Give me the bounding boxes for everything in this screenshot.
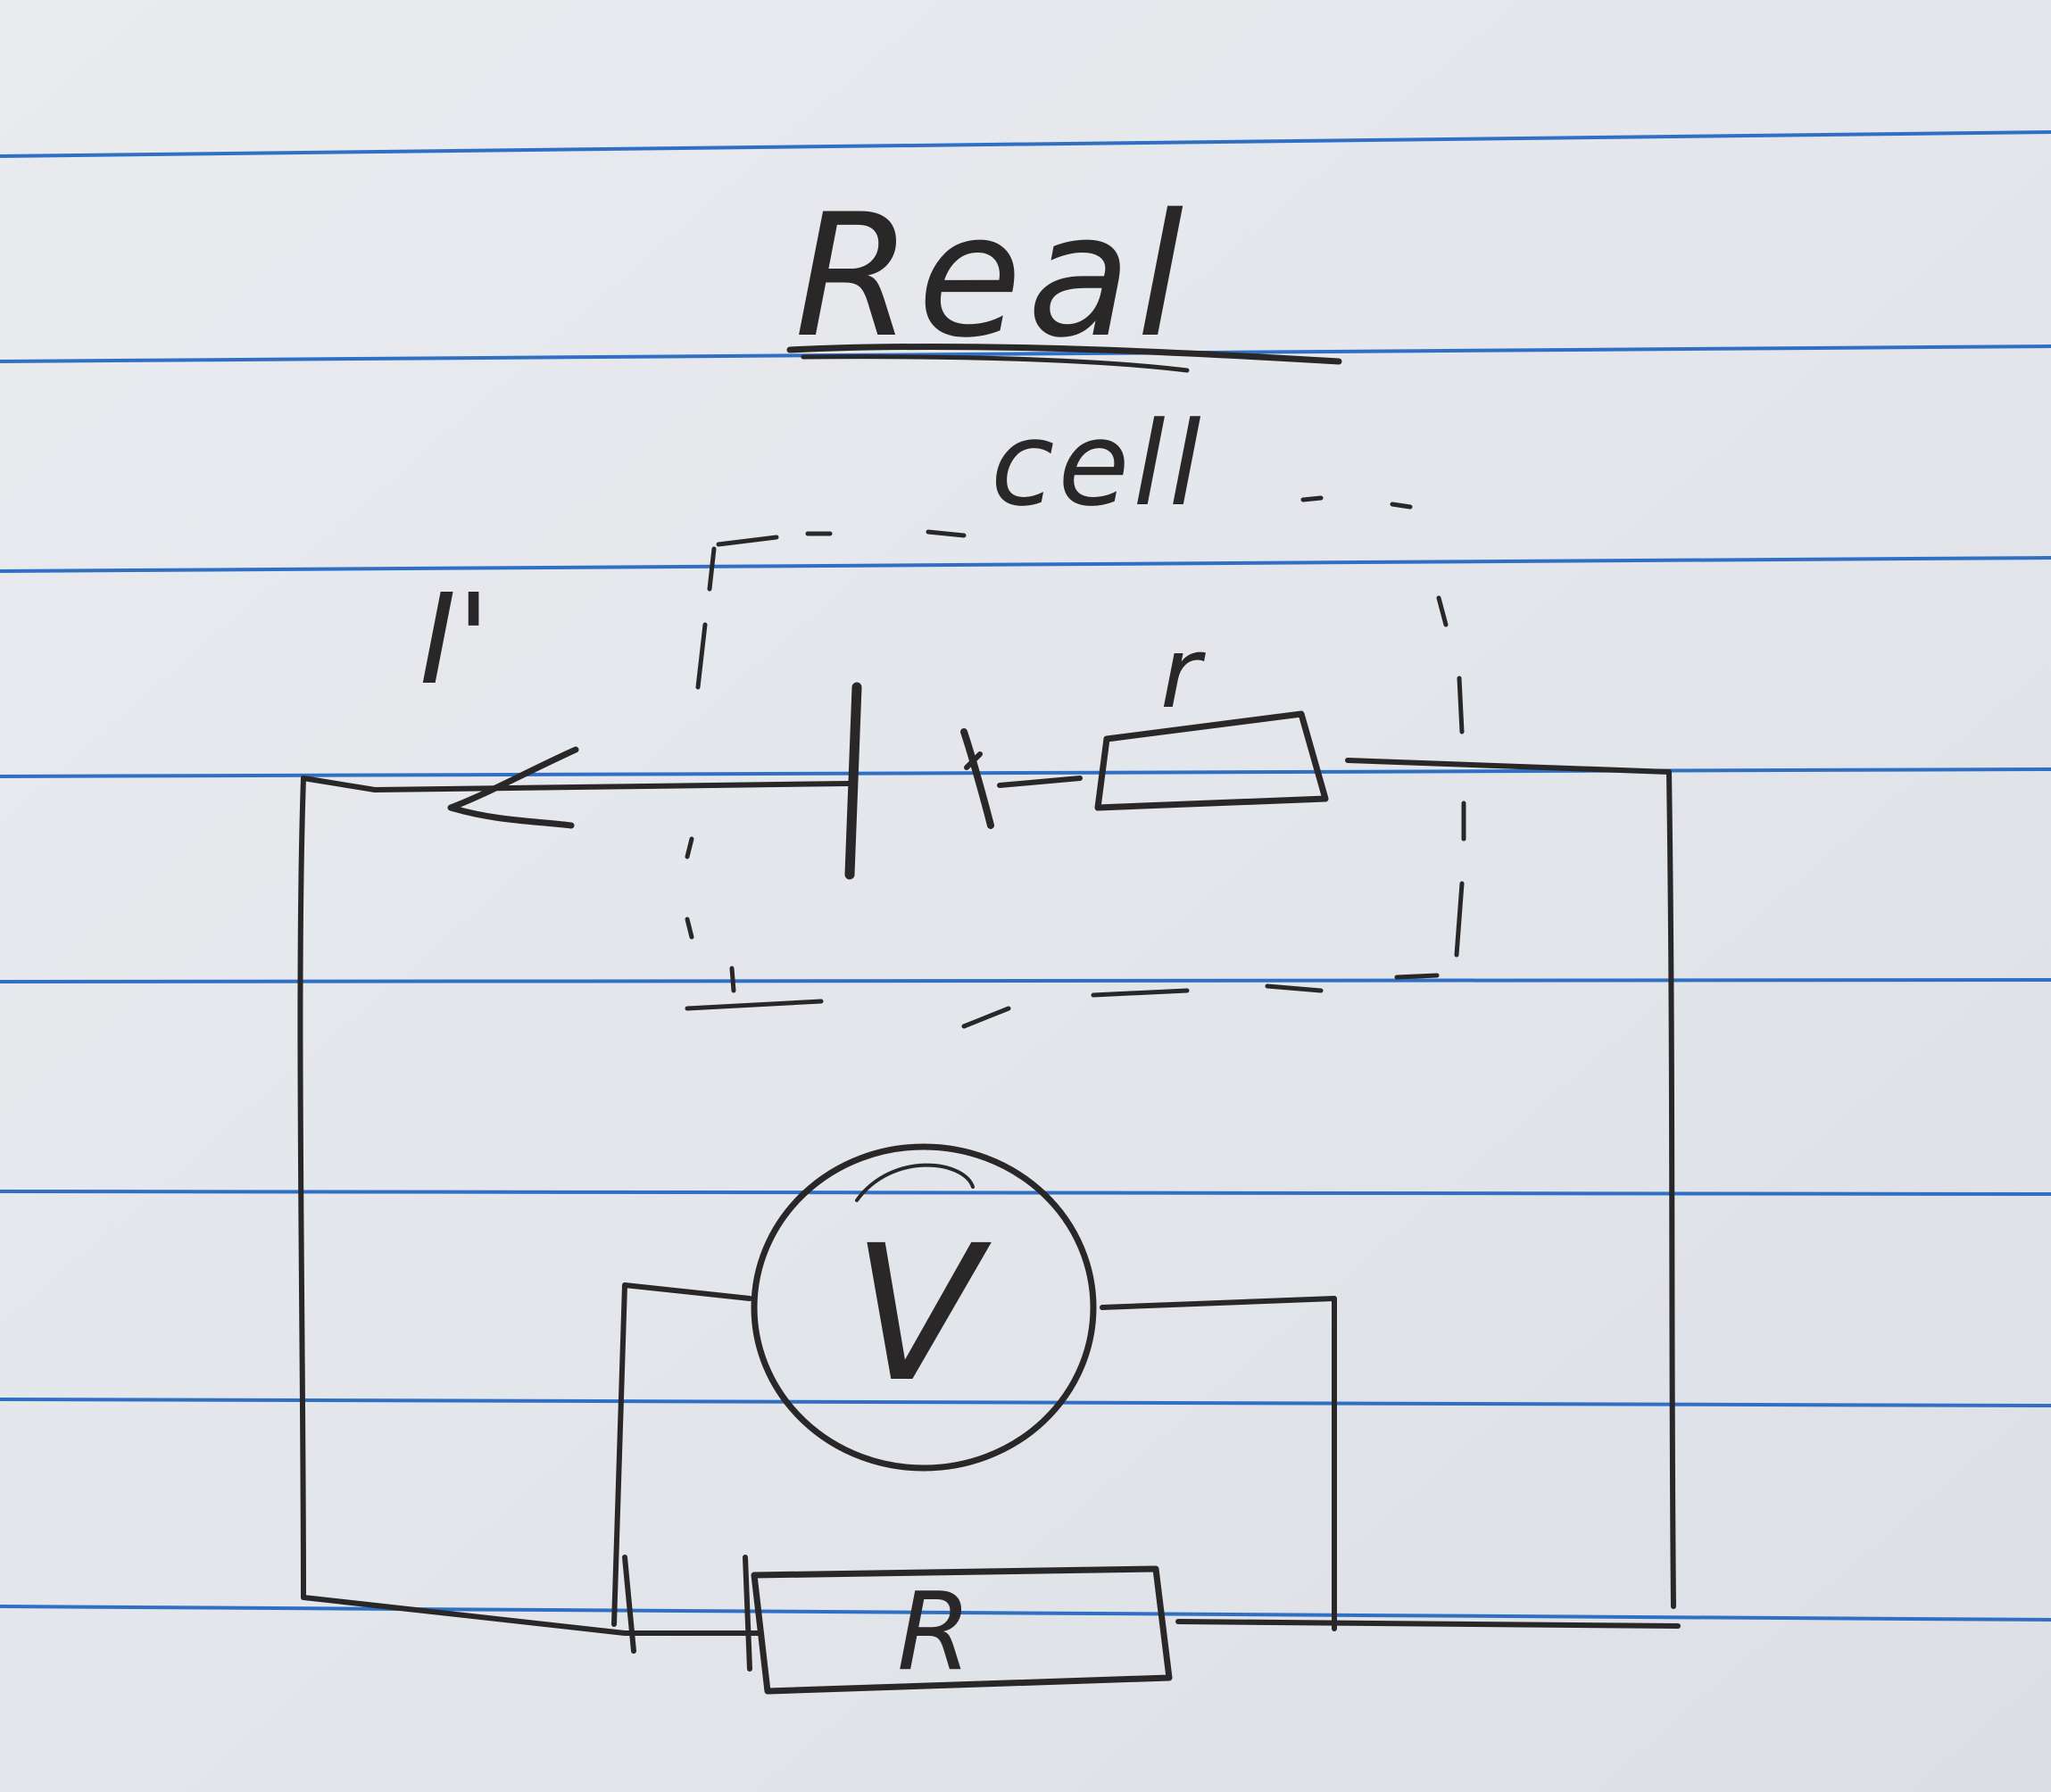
title-text: Real (794, 178, 1189, 375)
voltmeter-label: V (852, 1205, 992, 1423)
current-indicator: I' (419, 568, 579, 829)
internal-resistance-label: r (1160, 616, 1206, 730)
resistor-left-tick (743, 1555, 752, 1672)
title-underline (786, 343, 1342, 365)
title-group: Real (786, 178, 1342, 375)
cell-boundary-dashed (685, 495, 1466, 1029)
rule-line (0, 978, 2051, 983)
voltmeter-lead-right (1100, 1296, 1337, 1631)
rule-line (0, 1190, 2051, 1196)
cell-short-plate-hook (964, 751, 983, 770)
rule-line (0, 344, 2051, 363)
external-resistor-box (751, 1565, 1173, 1695)
wire-cell-to-r (997, 776, 1083, 788)
wire-bottom-left (301, 1595, 761, 1636)
wire-right (1666, 769, 1676, 1609)
current-label: I' (419, 568, 491, 713)
subtitle-text: cell (991, 396, 1205, 532)
voltmeter-circle (751, 1143, 1097, 1472)
internal-resistor: r (1094, 616, 1329, 811)
voltmeter: V (611, 1143, 1337, 1631)
junction-tick (622, 1555, 636, 1654)
rule-line (0, 556, 2051, 573)
external-resistor: R (622, 1555, 1173, 1695)
rule-line (0, 1398, 2051, 1407)
voltmeter-lead-left (611, 1282, 752, 1627)
cell-long-plate (844, 682, 862, 880)
title-underline (801, 354, 1190, 373)
rule-line (0, 767, 2051, 778)
cell-short-plate (960, 728, 994, 829)
ruled-lines (0, 130, 2051, 1622)
internal-resistor-box (1094, 710, 1329, 811)
wire-top-right (1345, 758, 1672, 775)
current-arrow-icon (447, 746, 579, 829)
wire-left (297, 776, 306, 1600)
rule-line (0, 1605, 2051, 1622)
wire-bottom-right (1175, 1619, 1681, 1629)
external-resistor-label: R (897, 1571, 971, 1695)
circuit-wires (297, 758, 1681, 1636)
rule-line (0, 130, 2051, 158)
voltmeter-circle-overlap (855, 1163, 975, 1202)
wire-top-left (301, 776, 851, 792)
cell-symbol (844, 682, 1083, 880)
